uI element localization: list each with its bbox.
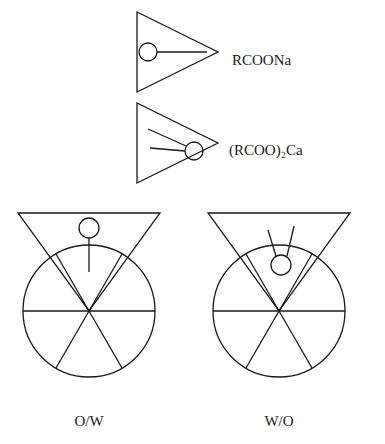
figure-stroke [287, 226, 294, 256]
figure-stroke [271, 255, 291, 275]
figure-stroke [157, 51, 207, 52]
calcium-soap-wedge: (RCOO)₂Ca [130, 99, 375, 189]
figure-stroke [246, 254, 312, 368]
figure-stroke [137, 12, 218, 92]
figure-stroke [18, 213, 160, 311]
water-in-oil-droplet: W/O [194, 206, 364, 434]
figure-stroke [139, 43, 157, 61]
figure-stroke [268, 230, 276, 256]
figure-outline [194, 206, 364, 434]
figure-strokes [137, 12, 218, 92]
figure-stroke [213, 245, 345, 377]
figure-stroke [185, 142, 203, 160]
figure-strokes [18, 213, 160, 377]
oil-in-water-droplet: O/W [4, 206, 174, 434]
node-label: W/O [194, 412, 364, 430]
figure-strokes [137, 103, 218, 183]
figure-stroke [150, 148, 185, 151]
figure-stroke [246, 254, 312, 368]
figure-strokes [208, 213, 350, 377]
node-label: (RCOO)₂Ca [229, 141, 303, 159]
figure-stroke [208, 213, 350, 311]
figure-stroke [88, 238, 89, 272]
figure-stroke [79, 218, 99, 238]
figure-outline [4, 206, 174, 434]
node-label: RCOONa [232, 51, 291, 69]
sodium-soap-wedge: RCOONa [130, 8, 375, 98]
node-label: O/W [4, 412, 174, 430]
figure-stroke [137, 103, 218, 183]
figure-stroke [148, 129, 186, 146]
